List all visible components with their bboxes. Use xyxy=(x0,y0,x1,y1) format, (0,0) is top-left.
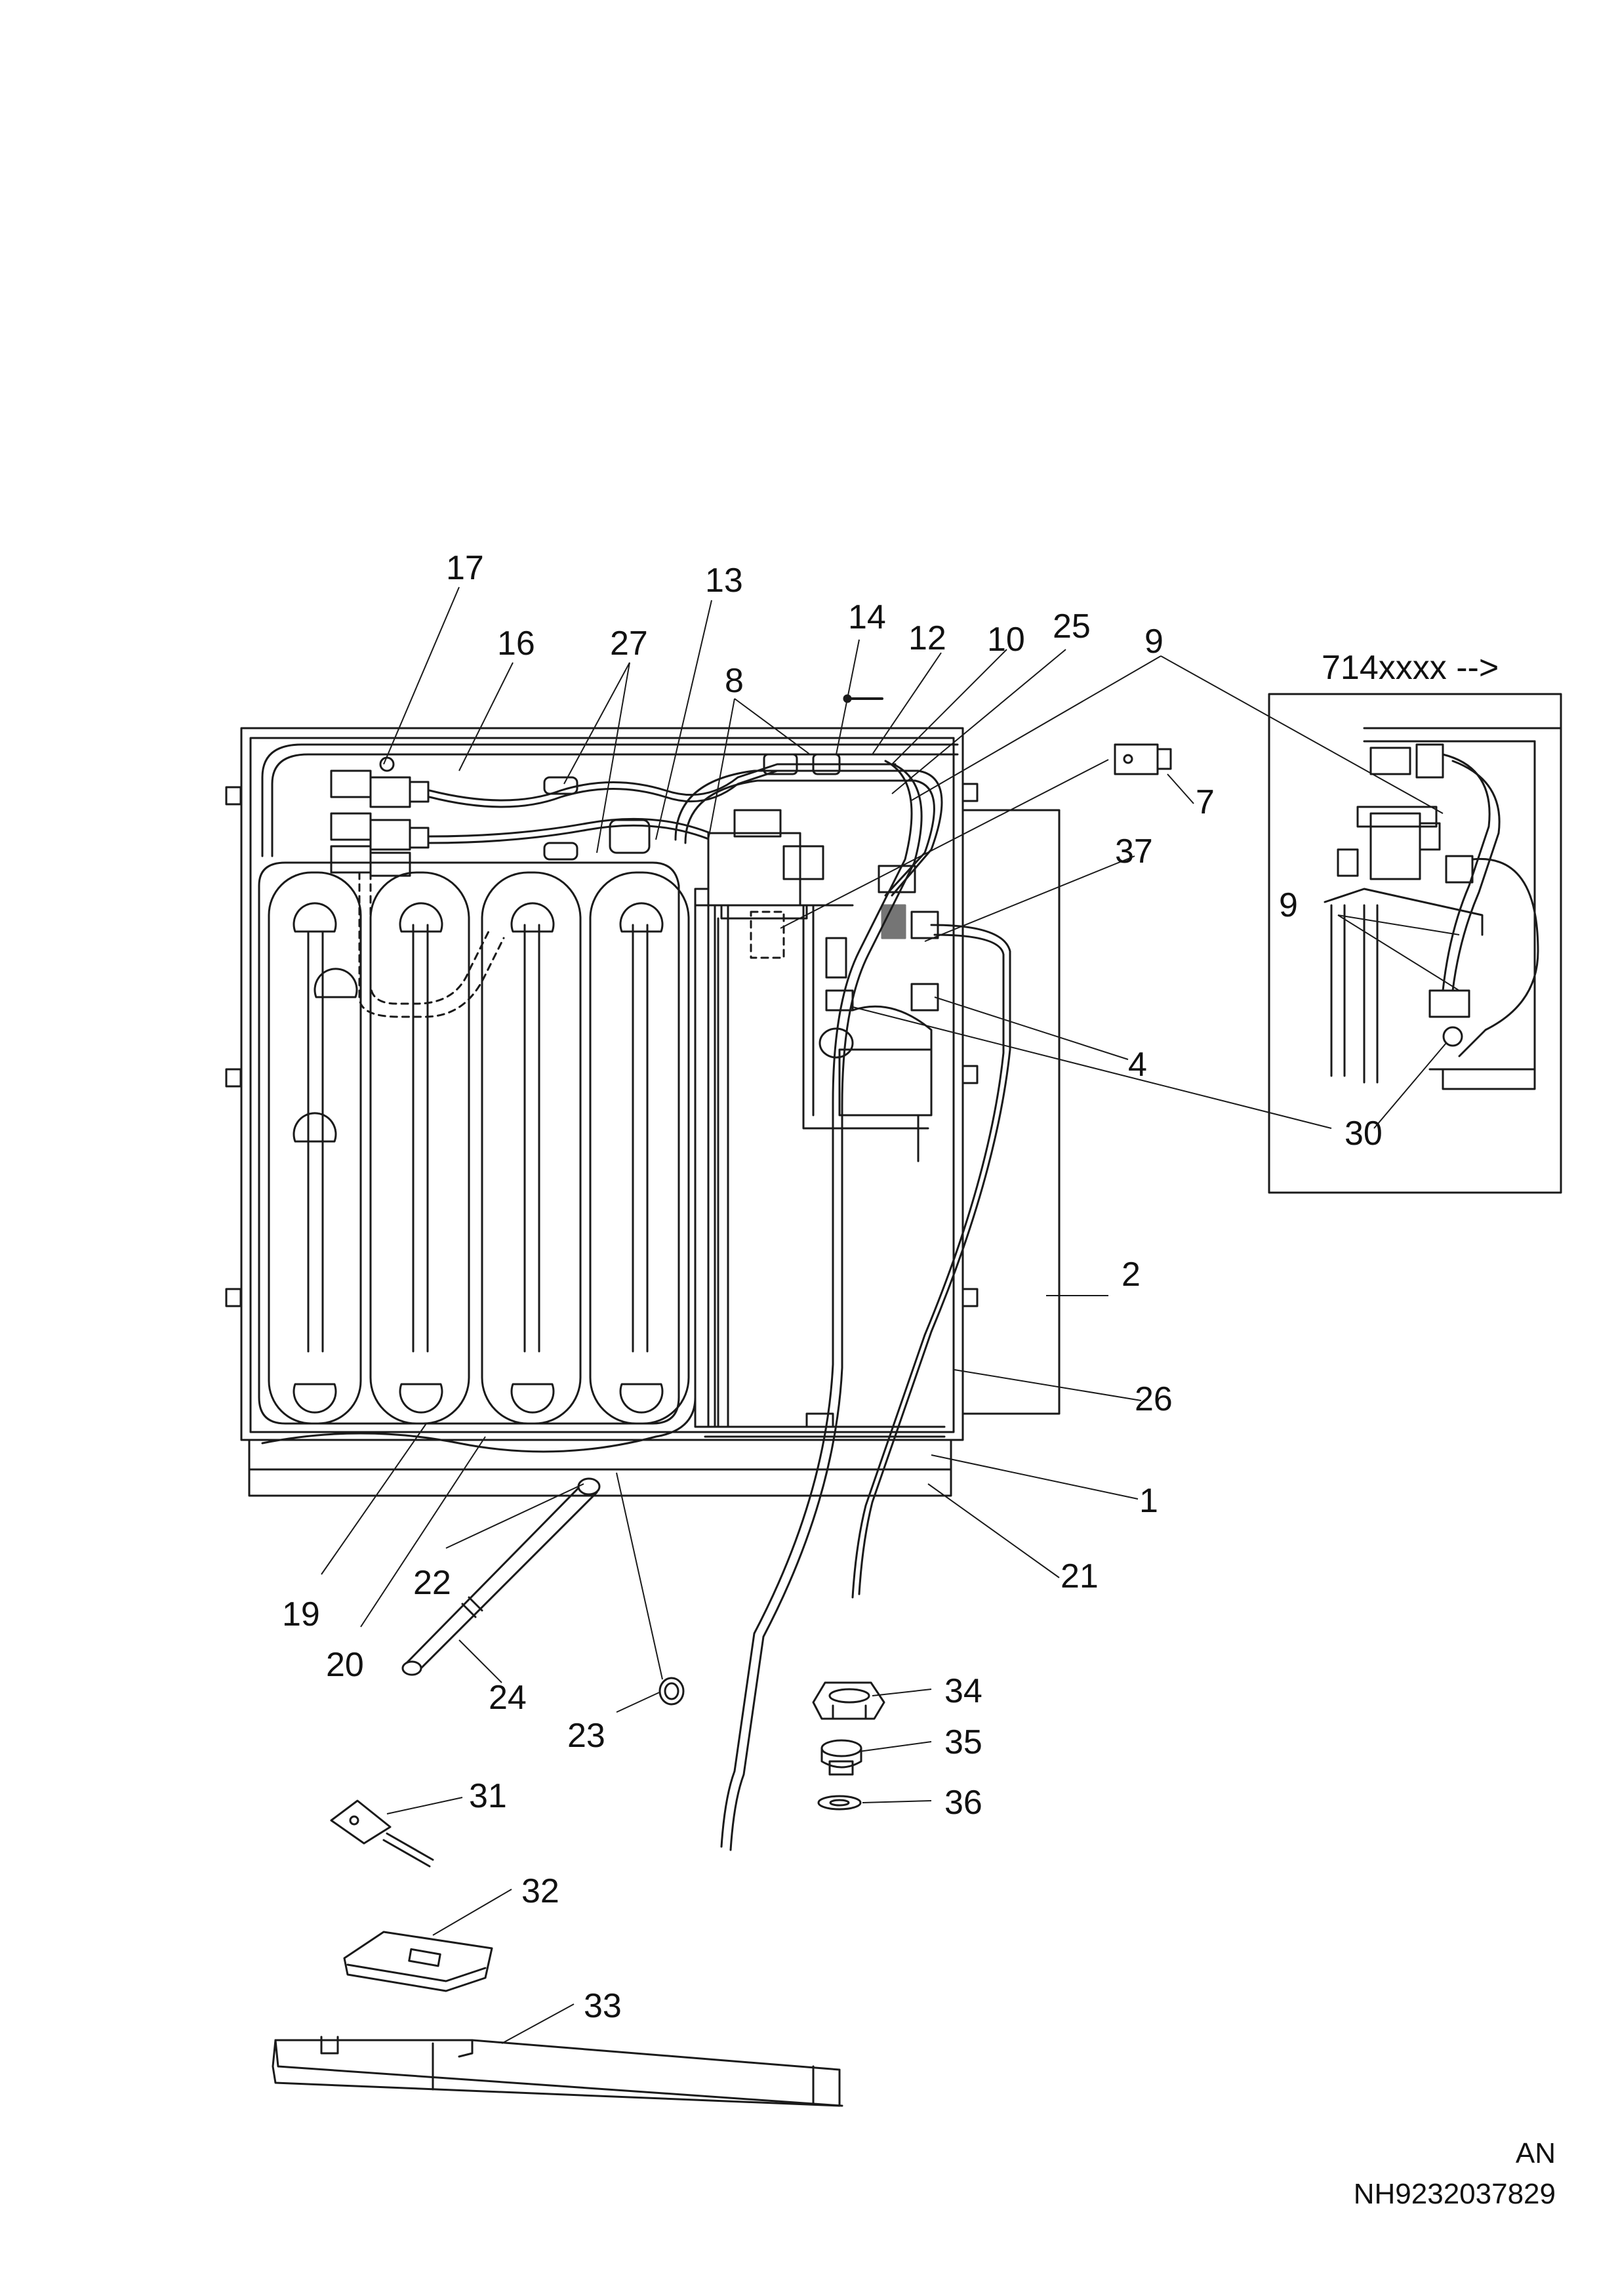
callout-31: 31 xyxy=(469,1777,507,1815)
cover-strip xyxy=(272,2036,843,2107)
callout-9: 9 xyxy=(1144,623,1163,661)
hose-nut xyxy=(812,1681,885,1720)
callout-24: 24 xyxy=(489,1679,527,1717)
cable-clip xyxy=(330,1799,434,1868)
callout-12: 12 xyxy=(908,619,946,657)
inset-frame xyxy=(1268,693,1562,1194)
footer-document-id: NH9232037829 xyxy=(1353,2178,1556,2210)
callout-19: 19 xyxy=(282,1595,320,1633)
inset-title: 714xxxx --> xyxy=(1322,649,1499,687)
callout-21: 21 xyxy=(1061,1557,1099,1595)
callout-labels: 714xxxx --> 17 16 27 13 8 14 12 10 25 9 … xyxy=(282,549,1499,2025)
rear-panel xyxy=(960,809,1061,1415)
loose-parts xyxy=(272,1477,885,2107)
callout-4: 4 xyxy=(1128,1046,1147,1084)
callout-7: 7 xyxy=(1196,783,1215,821)
grommet xyxy=(658,1677,685,1706)
base-plate xyxy=(248,1468,952,1497)
main-assembly xyxy=(225,694,1172,1851)
callout-10: 10 xyxy=(987,621,1025,659)
callout-34: 34 xyxy=(944,1672,982,1710)
callout-9-inset: 9 xyxy=(1279,886,1298,924)
callout-22: 22 xyxy=(413,1564,451,1602)
callout-35: 35 xyxy=(944,1723,982,1761)
washer xyxy=(817,1795,862,1811)
callout-20: 20 xyxy=(326,1646,364,1684)
valve-block xyxy=(694,809,854,959)
frame-outer xyxy=(240,727,964,1441)
callout-36: 36 xyxy=(944,1784,982,1822)
frame-pins xyxy=(225,783,979,1307)
insulation-pad xyxy=(343,1931,493,1992)
callout-16: 16 xyxy=(497,625,535,663)
bushing xyxy=(820,1739,862,1776)
callout-2: 2 xyxy=(1122,1256,1141,1294)
frame-inner xyxy=(249,737,955,1433)
callout-25: 25 xyxy=(1053,607,1091,646)
drain-tube xyxy=(401,1477,601,1676)
callout-17: 17 xyxy=(446,549,484,587)
callout-23: 23 xyxy=(567,1717,605,1755)
callout-32: 32 xyxy=(521,1872,559,1910)
callout-14: 14 xyxy=(848,598,886,636)
callout-26: 26 xyxy=(1135,1380,1173,1418)
internal-frame xyxy=(704,865,946,1438)
leader-lines xyxy=(321,586,1460,2044)
callout-33: 33 xyxy=(584,1987,622,2025)
callout-27: 27 xyxy=(610,625,648,663)
callout-37: 37 xyxy=(1115,832,1153,871)
hoses-upper xyxy=(261,694,1011,1851)
callout-8: 8 xyxy=(725,662,744,700)
callout-30: 30 xyxy=(1345,1115,1383,1153)
callout-13: 13 xyxy=(705,562,743,600)
inset-detail xyxy=(1268,693,1562,1194)
callout-1: 1 xyxy=(1139,1482,1158,1520)
bracket-7 xyxy=(1114,743,1172,775)
inlet-valves xyxy=(330,756,430,877)
footer-code: AN xyxy=(1515,2137,1556,2169)
